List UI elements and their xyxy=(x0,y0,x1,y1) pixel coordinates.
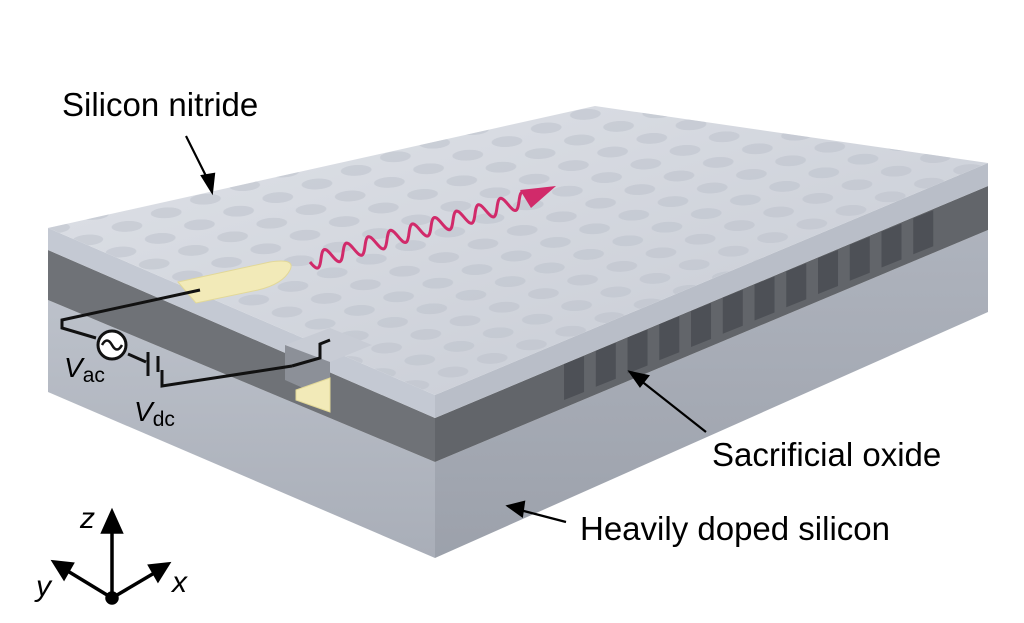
nitride-front-face xyxy=(48,228,435,418)
oxide-pillar xyxy=(913,210,934,255)
y-axis-line xyxy=(65,568,113,600)
circuit-wiring xyxy=(60,288,331,388)
oxide-pillar xyxy=(691,303,712,348)
z-axis-head xyxy=(100,507,124,534)
heavily-doped-silicon-layer xyxy=(48,230,988,558)
silicon-leader-head xyxy=(505,500,526,518)
z-axis-label: z xyxy=(80,502,95,535)
silicon-leader-line xyxy=(519,508,567,524)
vac-subscript: ac xyxy=(82,364,105,387)
oxide-pillar xyxy=(786,263,807,308)
vdc-subscript: dc xyxy=(152,408,175,431)
oxide-pillar xyxy=(722,289,743,334)
axes-origin xyxy=(105,591,119,605)
wire-top xyxy=(60,288,201,340)
oxide-pillar xyxy=(881,223,902,268)
substrate-front-face xyxy=(48,300,435,558)
dc-battery xyxy=(146,352,160,376)
x-axis-head xyxy=(147,561,172,584)
oxide-pillar xyxy=(849,236,870,281)
silicon-nitride-label: Silicon nitride xyxy=(62,86,259,123)
oxide-pillar xyxy=(818,250,839,295)
x-axis-line xyxy=(111,570,157,600)
vdc-symbol: V xyxy=(134,396,153,427)
wire-dc-out xyxy=(160,364,293,388)
oxide-pillar xyxy=(627,329,648,374)
x-axis-label: x xyxy=(172,566,187,599)
phononic-hole-pattern xyxy=(48,106,988,395)
nitride-side-face xyxy=(435,163,988,418)
oxide-pillar xyxy=(754,276,775,321)
vac-label: Vac xyxy=(64,352,105,387)
nitride-leader-line xyxy=(185,135,209,181)
wire-ac-dc xyxy=(127,352,147,364)
vdc-label: Vdc xyxy=(134,396,175,431)
oxide-leader-line xyxy=(639,379,707,433)
oxide-leader-head xyxy=(627,370,650,388)
y-axis-label: y xyxy=(36,570,51,603)
ac-source-sine xyxy=(100,339,124,351)
oxide-pillar xyxy=(659,316,680,361)
bottom-electrode xyxy=(295,377,331,413)
coordinate-axes xyxy=(50,507,172,605)
substrate-side-face xyxy=(435,230,988,558)
y-axis-head xyxy=(50,559,75,582)
vac-symbol: V xyxy=(64,352,83,383)
wave-line xyxy=(308,190,532,270)
wave-arrow xyxy=(308,186,556,270)
silicon-nitride-layer xyxy=(48,106,988,418)
nitride-leader-head xyxy=(200,172,216,196)
oxide-pillar xyxy=(564,356,585,401)
top-electrode xyxy=(177,260,292,304)
heavily-doped-silicon-label: Heavily doped silicon xyxy=(580,510,891,547)
leader-arrows xyxy=(185,135,707,524)
oxide-pillar xyxy=(595,342,616,387)
ac-source xyxy=(96,329,128,361)
notch-floor xyxy=(285,328,372,362)
oxide-pillar-row xyxy=(564,210,934,401)
sacrificial-oxide-label: Sacrificial oxide xyxy=(712,436,942,473)
wire-bottom xyxy=(291,338,331,368)
wave-arrowhead xyxy=(520,186,556,208)
